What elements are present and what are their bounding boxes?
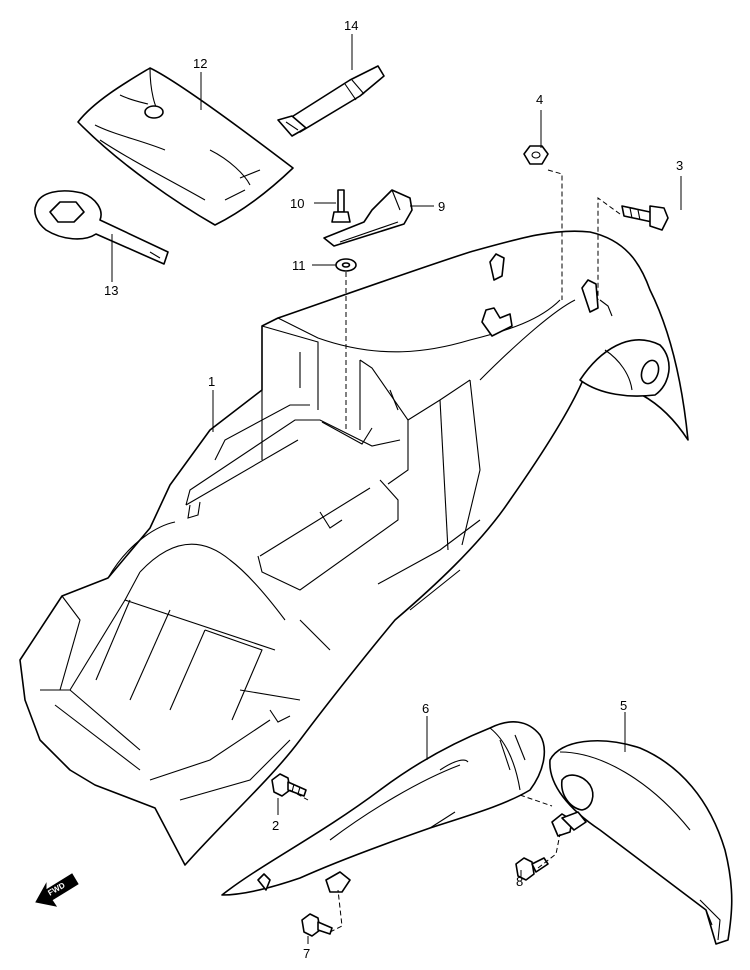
callout-9: 9 [438, 199, 445, 214]
callout-labels: 1 2 3 4 5 6 7 8 9 10 11 12 13 14 [104, 18, 683, 961]
callout-1: 1 [208, 374, 215, 389]
callout-7: 7 [303, 946, 310, 961]
callout-10: 10 [290, 196, 304, 211]
callout-13: 13 [104, 283, 118, 298]
callout-14: 14 [344, 18, 358, 33]
bolt-part-3 [621, 205, 669, 231]
rear-fender-part-1 [19, 230, 689, 866]
box-wrench-part-13 [34, 190, 169, 265]
splash-cover-part-5 [549, 740, 733, 945]
screw-part-8 [515, 857, 549, 881]
washer-part-11 [335, 258, 357, 272]
callout-12: 12 [193, 56, 207, 71]
bracket-part-9 [323, 189, 413, 247]
screw-part-2 [271, 773, 307, 797]
screw-part-7 [301, 913, 333, 937]
assembly-guide-lines [289, 169, 621, 933]
side-cover-part-6 [221, 721, 546, 896]
callout-3: 3 [676, 158, 683, 173]
strap-part-14 [277, 65, 385, 137]
leader-lines [111, 34, 682, 944]
callout-6: 6 [422, 701, 429, 716]
callout-4: 4 [536, 92, 543, 107]
tool-bag-part-12 [77, 67, 294, 226]
nut-part-4 [523, 145, 549, 165]
callout-8: 8 [516, 874, 523, 889]
forward-direction-arrow: FWD [35, 873, 79, 907]
callout-2: 2 [272, 818, 279, 833]
callout-5: 5 [620, 698, 627, 713]
callout-11: 11 [292, 258, 306, 273]
bolt-part-10 [331, 189, 351, 223]
